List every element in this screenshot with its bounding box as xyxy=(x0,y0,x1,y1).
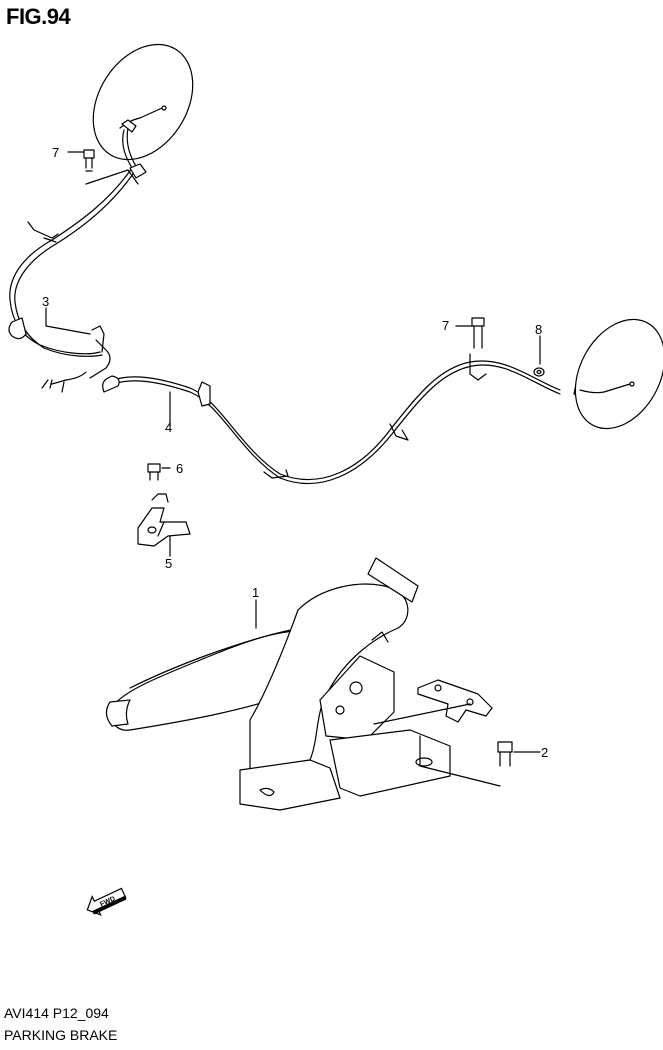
callout-4: 4 xyxy=(165,420,172,435)
callout-leaders xyxy=(45,151,541,753)
right-brake-drum xyxy=(574,318,663,430)
callout-2: 2 xyxy=(541,745,548,760)
callout-7a: 7 xyxy=(52,145,59,160)
figure-title: FIG.94 xyxy=(6,4,71,29)
fwd-arrow-icon: FWD xyxy=(86,887,127,916)
callout-6: 6 xyxy=(176,461,183,476)
bolt-7-upper xyxy=(83,149,139,185)
nut-8 xyxy=(533,367,545,377)
cable-3 xyxy=(8,119,147,393)
cable-4 xyxy=(102,353,585,485)
bolt-6 xyxy=(147,463,161,481)
bolt-2 xyxy=(419,735,513,787)
parking-brake-lever xyxy=(105,557,493,811)
callout-8: 8 xyxy=(535,322,542,337)
left-brake-drum xyxy=(92,43,194,161)
callout-1: 1 xyxy=(252,585,259,600)
figure-code: AVI414 P12_094 xyxy=(4,1005,109,1021)
bracket-5 xyxy=(137,493,191,547)
callout-3: 3 xyxy=(42,294,49,309)
bolt-7-right xyxy=(471,317,485,349)
figure-name: PARKING BRAKE xyxy=(4,1027,118,1043)
callout-7b: 7 xyxy=(442,318,449,333)
callout-5: 5 xyxy=(165,556,172,571)
